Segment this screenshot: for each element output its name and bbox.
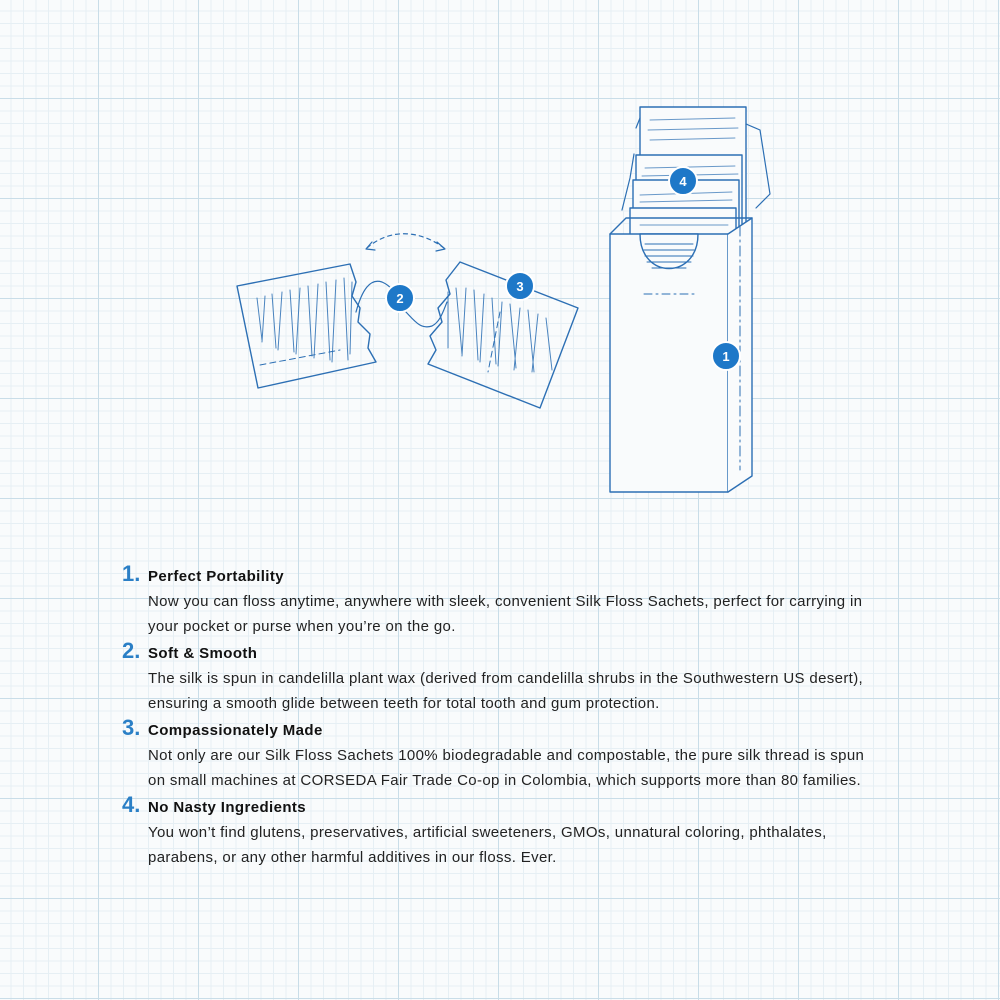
svg-text:3: 3 (516, 279, 523, 294)
feature-number: 1. (122, 561, 141, 586)
stretch-arrow-icon (365, 233, 446, 252)
feature-title: Perfect Portability (148, 568, 284, 585)
feature-title: Compassionately Made (148, 722, 323, 739)
feature-description: Now you can floss anytime, anywhere with… (148, 593, 863, 635)
feature-item: 1. Perfect Portability Now you can floss… (122, 561, 882, 639)
feature-description: Not only are our Silk Floss Sachets 100%… (148, 747, 865, 789)
feature-number: 3. (122, 715, 141, 740)
feature-number: 4. (122, 792, 141, 817)
callout-badge-3: 3 (505, 271, 535, 301)
feature-item: 2. Soft & Smooth The silk is spun in can… (122, 638, 882, 716)
torn-sachet-right (427, 261, 579, 409)
svg-text:4: 4 (679, 174, 687, 189)
feature-title: Soft & Smooth (148, 645, 258, 662)
feature-description: The silk is spun in candelilla plant wax… (148, 670, 864, 712)
feature-number: 2. (122, 638, 141, 663)
product-illustration: 1 2 3 4 (236, 106, 771, 493)
torn-sachet-left (236, 263, 377, 389)
feature-list: 1. Perfect Portability Now you can floss… (122, 561, 882, 870)
feature-item: 3. Compassionately Made Not only are our… (122, 715, 882, 793)
svg-text:1: 1 (722, 349, 729, 364)
feature-description: You won’t find glutens, preservatives, a… (148, 824, 827, 866)
svg-text:2: 2 (396, 291, 403, 306)
floss-box (609, 106, 771, 493)
callout-badge-2: 2 (385, 283, 415, 313)
feature-item: 4. No Nasty Ingredients You won’t find g… (122, 792, 882, 870)
feature-title: No Nasty Ingredients (148, 799, 307, 816)
callout-badge-1: 1 (711, 341, 741, 371)
callout-badge-4: 4 (668, 166, 698, 196)
